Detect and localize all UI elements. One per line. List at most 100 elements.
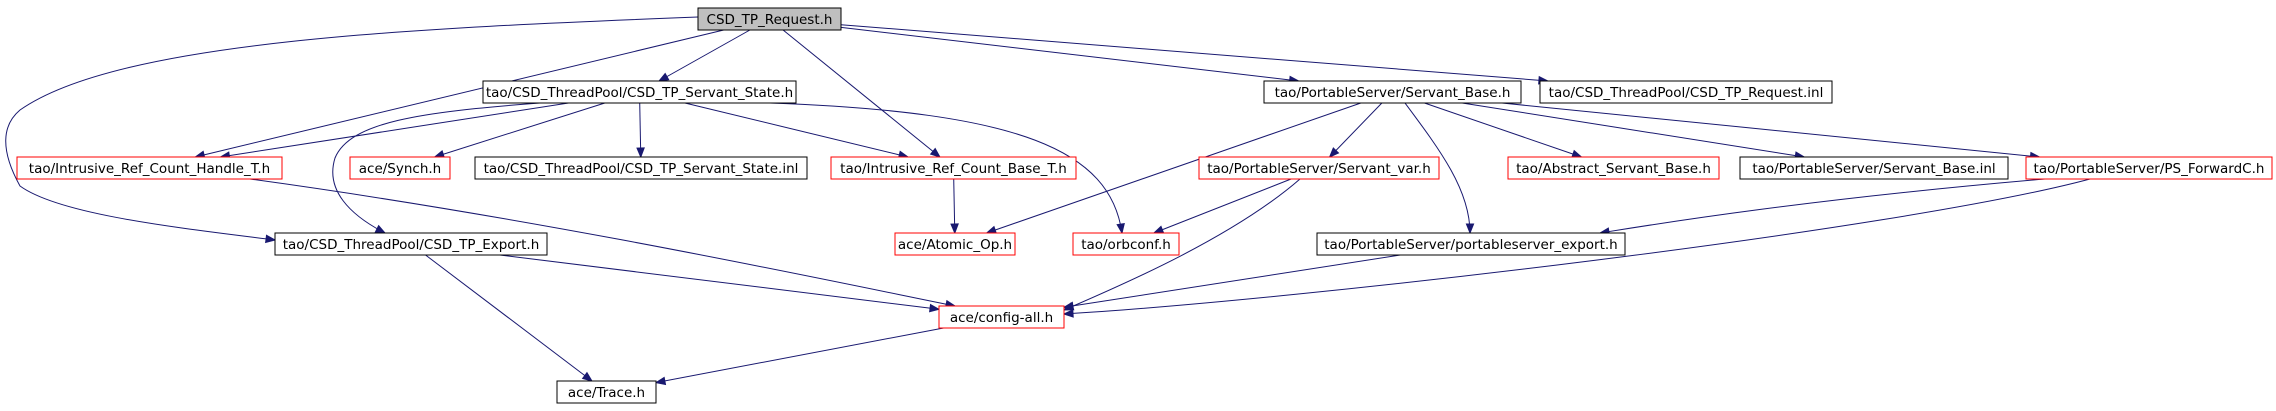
node-ps-forward[interactable]: tao/PortableServer/PS_ForwardC.h [2025, 156, 2273, 180]
node-box [349, 156, 451, 180]
edge-irc-base-to-atomic-op [950, 178, 959, 235]
node-abstract-base[interactable]: tao/Abstract_Servant_Base.h [1507, 156, 1720, 180]
node-state-inl[interactable]: tao/CSD_ThreadPool/CSD_TP_Servant_State.… [474, 156, 808, 180]
node-box [16, 156, 283, 180]
edge-config-all-to-trace [654, 327, 944, 386]
node-irc-base[interactable]: tao/Intrusive_Ref_Count_Base_T.h [830, 156, 1077, 180]
edge-servant-base-to-abstract-base-line [1424, 102, 1582, 158]
edge-root-to-irc-handle-line [195, 29, 724, 158]
edge-state-to-irc-base-line [684, 102, 909, 158]
node-label: tao/Intrusive_Ref_Count_Handle_T.h [29, 161, 270, 177]
edge-root-to-state [657, 29, 751, 82]
node-export[interactable]: tao/CSD_ThreadPool/CSD_TP_Export.h [274, 232, 548, 256]
edge-servant-base-to-ps-export [1404, 102, 1475, 235]
edge-ps-forward-to-ps-export [1598, 178, 2046, 236]
edge-state-to-export-arrowhead [374, 224, 387, 234]
node-request-inl[interactable]: tao/CSD_ThreadPool/CSD_TP_Request.inl [1539, 80, 1833, 104]
node-label: ace/Atomic_Op.h [898, 237, 1012, 253]
edge-servant-base-to-servant-var-line [1329, 102, 1383, 158]
edge-root-to-state-line [658, 29, 751, 82]
node-trace[interactable]: ace/Trace.h [556, 380, 657, 404]
node-box [2025, 156, 2273, 180]
edge-state-to-synch-line [434, 102, 605, 158]
node-box [697, 7, 842, 31]
edge-state-to-synch [433, 102, 605, 159]
edge-servant-base-to-atomic-op-arrowhead [985, 225, 998, 234]
node-atomic-op[interactable]: ace/Atomic_Op.h [894, 232, 1016, 256]
edge-state-to-irc-handle-line [220, 102, 569, 158]
edge-state-to-state-inl [636, 102, 645, 159]
node-box [1539, 80, 1833, 104]
edge-root-to-irc-base [782, 29, 941, 158]
edge-export-to-trace [425, 254, 594, 382]
node-label: ace/Synch.h [359, 161, 442, 177]
edge-servant-base-to-servant-var [1328, 102, 1383, 158]
edge-servant-base-to-abstract-base [1424, 102, 1583, 159]
node-box [894, 232, 1016, 256]
nodes-layer: CSD_TP_Request.h tao/CSD_ThreadPool/CSD_T… [16, 7, 2273, 404]
node-label: tao/PortableServer/portableserver_export… [1324, 237, 1618, 253]
edge-export-to-config-all-arrowhead [929, 303, 941, 313]
node-label: tao/PortableServer/PS_ForwardC.h [2034, 161, 2265, 177]
node-synch[interactable]: ace/Synch.h [349, 156, 451, 180]
edge-root-to-export-line [5, 16, 699, 241]
edge-servant-base-to-servant-base-inl-line [1462, 102, 1805, 158]
edge-servant-base-to-ps-export-arrowhead [1465, 223, 1475, 235]
node-box [1316, 232, 1626, 256]
edges-layer [5, 16, 2091, 386]
edge-servant-base-to-atomic-op-line [986, 102, 1362, 234]
node-box [1198, 156, 1440, 180]
node-servant-base-inl[interactable]: tao/PortableServer/Servant_Base.inl [1739, 156, 2009, 180]
edge-servant-base-to-abstract-base-arrowhead [1571, 149, 1583, 159]
edge-state-to-export-line [332, 102, 541, 234]
edge-state-to-state-inl-arrowhead [636, 147, 645, 159]
edge-servant-var-to-orbconf-line [1153, 178, 1292, 234]
node-root[interactable]: CSD_TP_Request.h [697, 7, 842, 31]
node-label: tao/Intrusive_Ref_Count_Base_T.h [840, 161, 1067, 177]
edge-servant-base-to-ps-export-line [1404, 102, 1471, 234]
edge-root-to-irc-base-line [782, 29, 941, 158]
edge-root-to-request-inl [840, 24, 1550, 85]
node-config-all[interactable]: ace/config-all.h [938, 305, 1065, 329]
node-servant-base[interactable]: tao/PortableServer/Servant_Base.h [1263, 80, 1522, 104]
node-orbconf[interactable]: tao/orbconf.h [1072, 232, 1180, 256]
edge-ps-forward-to-config-all-arrowhead [1062, 309, 1074, 318]
node-label: tao/CSD_ThreadPool/CSD_TP_Servant_State.… [484, 161, 799, 177]
node-label: tao/Abstract_Servant_Base.h [1516, 161, 1711, 177]
edge-config-all-to-trace-arrowhead [654, 376, 667, 386]
edge-state-to-orbconf-arrowhead [1116, 222, 1125, 235]
node-label: tao/CSD_ThreadPool/CSD_TP_Servant_State.… [486, 85, 793, 101]
node-state[interactable]: tao/CSD_ThreadPool/CSD_TP_Servant_State.… [482, 80, 797, 104]
node-label: CSD_TP_Request.h [707, 12, 833, 28]
node-label: tao/PortableServer/Servant_Base.h [1275, 85, 1511, 101]
edge-root-to-request-inl-line [840, 24, 1548, 82]
edge-config-all-to-trace-line [655, 327, 944, 384]
node-servant-var[interactable]: tao/PortableServer/Servant_var.h [1198, 156, 1440, 180]
node-box [274, 232, 548, 256]
node-box [474, 156, 808, 180]
edge-root-to-state-arrowhead [657, 72, 670, 82]
node-label: tao/CSD_ThreadPool/CSD_TP_Export.h [283, 237, 540, 253]
edge-root-to-export [5, 16, 699, 244]
edge-servant-base-to-ps-forward [1501, 102, 2041, 161]
edge-export-to-trace-line [425, 254, 593, 382]
node-label: ace/config-all.h [950, 310, 1053, 326]
edge-irc-handle-to-config-all-line [249, 178, 956, 307]
edge-export-to-config-all [499, 254, 941, 313]
edge-servant-base-to-ps-forward-line [1501, 102, 2040, 158]
node-label: ace/Trace.h [568, 385, 645, 401]
node-irc-handle[interactable]: tao/Intrusive_Ref_Count_Handle_T.h [16, 156, 283, 180]
edge-root-to-servant-base-line [840, 26, 1299, 82]
edge-root-to-export-arrowhead [265, 234, 277, 244]
edge-state-to-orbconf [769, 102, 1125, 235]
node-ps-export[interactable]: tao/PortableServer/portableserver_export… [1316, 232, 1626, 256]
edge-ps-forward-to-config-all [1062, 178, 2091, 318]
edge-export-to-trace-arrowhead [581, 371, 594, 382]
edge-servant-var-to-orbconf [1152, 178, 1292, 234]
node-box [830, 156, 1077, 180]
edge-root-to-irc-base-arrowhead [929, 147, 941, 158]
node-box [556, 380, 657, 404]
edge-ps-export-to-config-all-arrowhead [1062, 301, 1075, 311]
edge-export-to-config-all-line [499, 254, 940, 310]
